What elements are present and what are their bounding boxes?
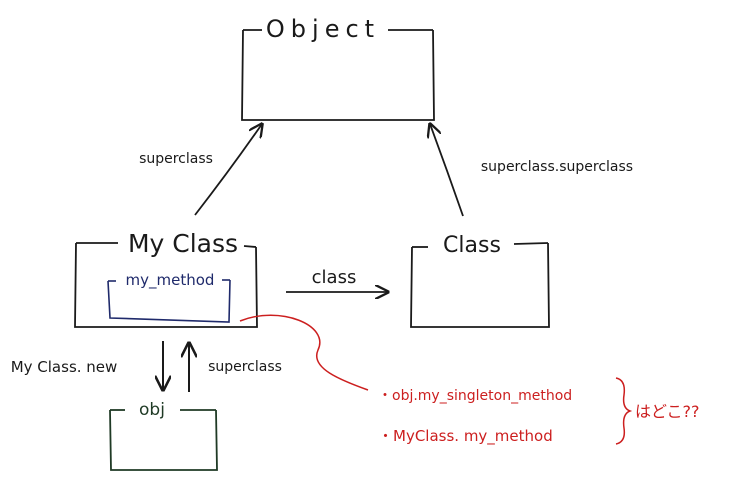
edge-myclass-to-obj: My Class. new: [11, 341, 163, 390]
annotation-item-singleton: ・obj.my_singleton_method: [378, 388, 572, 404]
edge-myclass-to-class: class: [286, 267, 388, 292]
edge-myclass-to-object: superclass: [139, 124, 262, 216]
my-class-node: My Class: [74, 229, 258, 328]
my-method-label: my_method: [126, 271, 215, 290]
edge-class-to-object-line: [430, 124, 464, 217]
edge-obj-to-myclass-label: superclass: [208, 359, 282, 375]
annotation-brace: [615, 377, 633, 445]
class-node: Class: [410, 233, 550, 328]
edge-class-to-object: superclass.superclass: [430, 124, 633, 217]
my-class-box: [74, 242, 258, 328]
edge-myclass-to-class-label: class: [312, 267, 357, 288]
my-method-node: my_method: [107, 271, 231, 323]
edge-myclass-to-obj-label: My Class. new: [11, 358, 118, 376]
annotation-connector: [239, 314, 369, 391]
annotation-question: はどこ??: [635, 402, 700, 421]
my-class-box-top-right: [243, 245, 257, 248]
class-label: Class: [443, 233, 501, 258]
obj-box: [109, 409, 218, 471]
obj-label: obj: [139, 400, 165, 420]
edge-myclass-to-object-label: superclass: [139, 151, 213, 167]
my-class-label: My Class: [128, 229, 238, 258]
annotation-item-class-method: ・MyClass. my_method: [378, 427, 553, 446]
obj-node: obj: [109, 400, 218, 471]
object-box: [241, 29, 435, 121]
annotation: ・obj.my_singleton_method ・MyClass. my_me…: [239, 314, 700, 446]
class-box-top-right: [513, 242, 549, 245]
edge-class-to-object-label: superclass.superclass: [481, 159, 633, 175]
edge-myclass-to-object-line: [194, 124, 262, 216]
object-node: Object: [241, 15, 435, 121]
object-label: Object: [266, 15, 380, 43]
edge-obj-to-myclass: superclass: [189, 343, 282, 392]
my-method-box: [107, 279, 231, 323]
class-box: [410, 242, 550, 328]
